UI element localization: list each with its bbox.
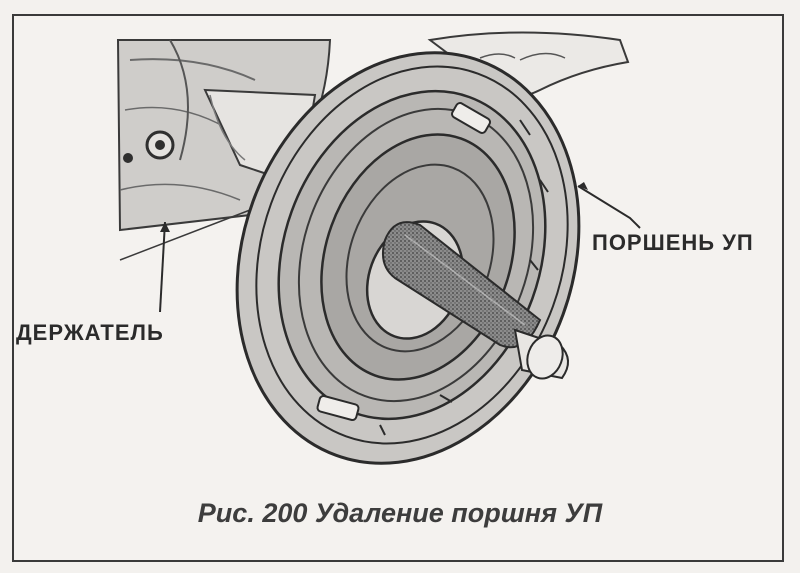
- piston-label: ПОРШЕНЬ УП: [592, 230, 754, 255]
- figure-caption: Рис. 200 Удаление поршня УП: [197, 498, 603, 528]
- holder-label: ДЕРЖАТЕЛЬ: [16, 320, 164, 345]
- splined-shaft: [382, 221, 569, 380]
- leader-lines: [159, 182, 641, 313]
